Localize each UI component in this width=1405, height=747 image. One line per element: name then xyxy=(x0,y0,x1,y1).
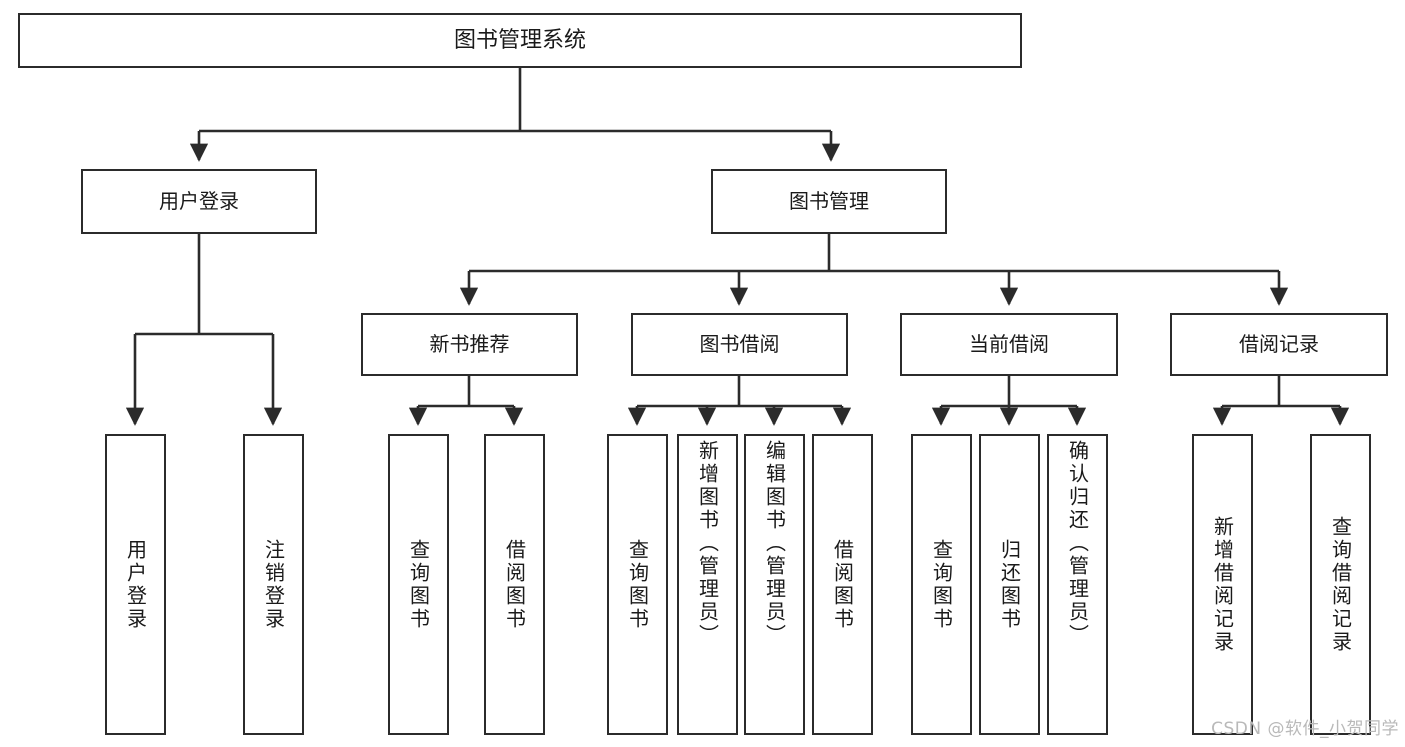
node-label: 编辑图书（管理员） xyxy=(762,440,787,647)
leaf-add-book[interactable]: 新增图书（管理员） xyxy=(677,434,738,735)
leaf-add-borrow-record[interactable]: 新增借阅记录 xyxy=(1192,434,1253,735)
node-book-management-system[interactable]: 图书管理系统 xyxy=(18,13,1022,68)
node-label: 借阅记录 xyxy=(1239,331,1319,356)
leaf-query-book-recommend[interactable]: 查询图书 xyxy=(388,434,449,735)
node-label: 当前借阅 xyxy=(969,331,1049,356)
node-label: 图书管理 xyxy=(789,188,869,213)
node-borrow-record[interactable]: 借阅记录 xyxy=(1170,313,1388,376)
node-new-book-recommend[interactable]: 新书推荐 xyxy=(361,313,578,376)
node-label: 新书推荐 xyxy=(429,331,510,356)
node-book-management[interactable]: 图书管理 xyxy=(711,169,947,234)
node-label: 图书管理系统 xyxy=(453,27,586,53)
node-label: 确认归还（管理员） xyxy=(1065,440,1090,647)
leaf-borrow-book-recommend[interactable]: 借阅图书 xyxy=(484,434,545,735)
node-label: 注销登录 xyxy=(261,538,286,631)
node-label: 查询借阅记录 xyxy=(1328,515,1353,654)
leaf-logout-login[interactable]: 注销登录 xyxy=(243,434,304,735)
node-label: 用户登录 xyxy=(123,538,148,631)
node-user-login[interactable]: 用户登录 xyxy=(81,169,317,234)
csdn-watermark: CSDN @软件_小贺同学 xyxy=(1211,719,1399,739)
leaf-borrow-book-borrow[interactable]: 借阅图书 xyxy=(812,434,873,735)
node-label: 查询图书 xyxy=(929,538,954,631)
leaf-edit-book[interactable]: 编辑图书（管理员） xyxy=(744,434,805,735)
node-label: 图书借阅 xyxy=(699,331,780,356)
leaf-query-book-borrow[interactable]: 查询图书 xyxy=(607,434,668,735)
leaf-user-login[interactable]: 用户登录 xyxy=(105,434,166,735)
leaf-confirm-return[interactable]: 确认归还（管理员） xyxy=(1047,434,1108,735)
node-label: 新增图书（管理员） xyxy=(695,440,720,647)
node-label: 查询图书 xyxy=(406,538,431,631)
node-label: 借阅图书 xyxy=(502,538,527,631)
node-label: 用户登录 xyxy=(159,188,239,213)
node-book-borrow[interactable]: 图书借阅 xyxy=(631,313,848,376)
node-current-borrow[interactable]: 当前借阅 xyxy=(900,313,1118,376)
leaf-return-book[interactable]: 归还图书 xyxy=(979,434,1040,735)
leaf-query-book-current[interactable]: 查询图书 xyxy=(911,434,972,735)
node-label: 借阅图书 xyxy=(830,538,855,631)
leaf-query-borrow-record[interactable]: 查询借阅记录 xyxy=(1310,434,1371,735)
node-label: 新增借阅记录 xyxy=(1210,515,1235,654)
node-label: 查询图书 xyxy=(625,538,650,631)
node-label: 归还图书 xyxy=(997,538,1022,631)
